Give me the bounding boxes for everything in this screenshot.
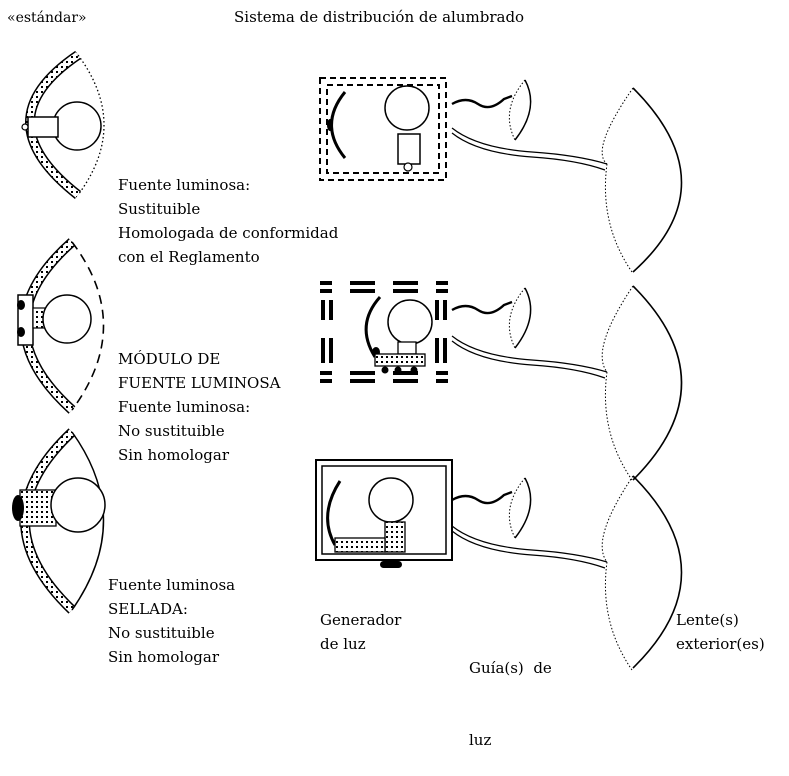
column-label-line: de luz <box>320 635 366 653</box>
label-line: No sustituible <box>108 624 215 642</box>
lamp-sealed <box>12 428 106 614</box>
bulb-icon <box>52 101 102 151</box>
small-lenses <box>508 79 532 539</box>
label-line: SELLADA: <box>108 600 188 618</box>
light-generator-replaceable <box>319 77 447 181</box>
column-label-line: luz <box>469 731 492 749</box>
lighting-distribution-diagram <box>12 50 683 671</box>
bulb-icon <box>384 85 430 131</box>
generator-reflector <box>326 480 342 546</box>
label-module: MÓDULO DE FUENTE LUMINOSA Fuente luminos… <box>118 347 280 467</box>
label-replaceable: Fuente luminosa: Sustituible Homologada … <box>118 173 338 269</box>
generator-reflector <box>364 296 382 358</box>
label-line: Fuente luminosa <box>108 576 236 594</box>
column-label-line: exterior(es) <box>676 635 765 653</box>
label-line: FUENTE LUMINOSA <box>118 374 281 392</box>
bulb-icon <box>50 477 106 533</box>
diagram-title: Sistema de distribución de alumbrado <box>234 8 525 26</box>
label-line: Homologada de conformidad <box>118 224 339 242</box>
column-guide: Guía(s) de luz <box>469 608 552 776</box>
column-label-line: Lente(s) <box>676 611 739 629</box>
lamp-module <box>17 238 105 414</box>
column-label-line: Guía(s) de <box>469 659 552 677</box>
light-guides <box>451 94 633 671</box>
standard-label: «estándar» <box>7 10 87 26</box>
label-line: Sin homologar <box>118 446 229 464</box>
lamp-replaceable <box>21 50 105 199</box>
sealed-socket <box>19 489 57 527</box>
column-lens: Lente(s) exterior(es) <box>676 608 765 656</box>
exterior-lenses <box>601 87 683 669</box>
lamp-base <box>27 116 59 138</box>
label-line: MÓDULO DE <box>118 350 221 368</box>
label-sealed: Fuente luminosa SELLADA: No sustituible … <box>108 573 235 669</box>
generator-housing <box>319 77 447 181</box>
bulb-icon <box>42 294 92 344</box>
lamp-lens-dotted <box>77 54 105 196</box>
bulb-icon <box>387 299 433 345</box>
lamp-lens-dashed <box>71 241 105 411</box>
generator-reflector <box>330 91 347 159</box>
label-line: Fuente luminosa: <box>118 176 251 194</box>
label-line: Fuente luminosa: <box>118 398 251 416</box>
label-line: Sin homologar <box>108 648 219 666</box>
label-line: No sustituible <box>118 422 225 440</box>
column-label-line: Generador <box>320 611 402 629</box>
bulb-icon <box>368 477 414 523</box>
lamp-lens-solid <box>71 431 105 611</box>
light-generator-sealed <box>315 459 453 568</box>
label-line: Sustituible <box>118 200 201 218</box>
label-line: con el Reglamento <box>118 248 260 266</box>
light-generator-module <box>320 281 448 383</box>
column-generator: Generador de luz <box>320 608 401 656</box>
generator-housing <box>315 459 453 561</box>
